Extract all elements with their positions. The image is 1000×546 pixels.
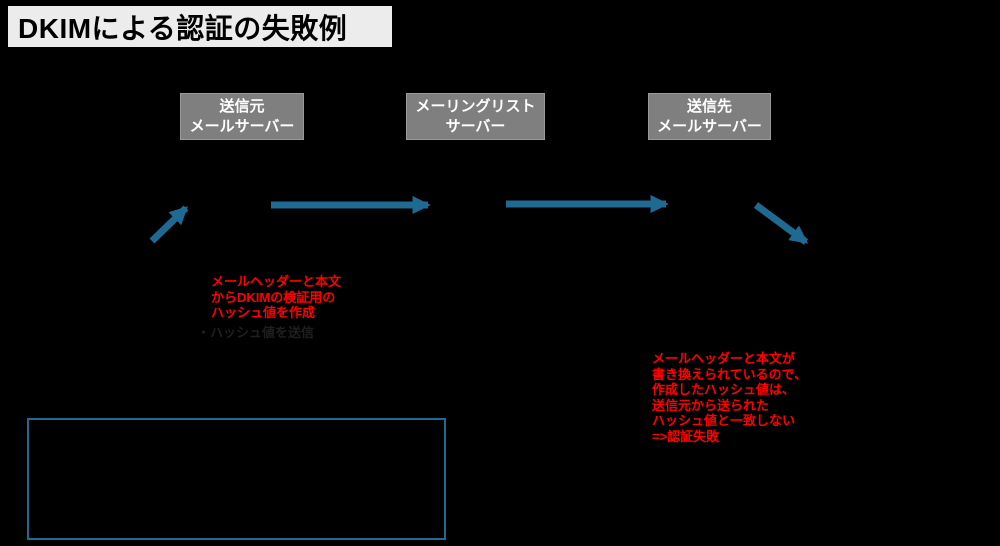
title-box: DKIMによる認証の失敗例 (8, 6, 392, 47)
server-label-line: メールサーバー (189, 117, 295, 135)
note-line: =>認証失敗 (652, 428, 720, 444)
server-label-line: メーリングリスト (415, 97, 536, 115)
sender-hash-note: メールヘッダーと本文 からDKIMの検証用の ハッシュ値を作成 (211, 274, 341, 321)
receiver-hash-mismatch-note: メールヘッダーと本文が 書き換えられているので、 作成したハッシュ値は、 送信元… (652, 351, 807, 444)
note-line: 送信元から送られた (652, 397, 770, 413)
note-line: からDKIMの検証用の (211, 289, 336, 305)
note-line: ハッシュ値と一致しない (652, 413, 796, 428)
note-line: メールヘッダーと本文が (652, 351, 796, 366)
server-label-line: サーバー (445, 117, 506, 135)
note-line: ハッシュ値を作成 (211, 305, 316, 320)
page-title: DKIMによる認証の失敗例 (18, 12, 348, 44)
note-line: ・ハッシュ値を送信 (197, 325, 315, 340)
server-box-sender: 送信元 メールサーバー (180, 93, 304, 140)
empty-callout-box (27, 418, 446, 540)
arrow-down-from-destination-server (753, 202, 809, 245)
server-box-destination: 送信先 メールサーバー (648, 93, 771, 140)
server-label-line: メールサーバー (657, 117, 762, 135)
note-line: メールヘッダーと本文 (211, 274, 342, 289)
arrow-up-to-sender-server (149, 205, 189, 244)
server-label-line: 送信元 (219, 97, 265, 115)
sender-hash-send-subnote: ・ハッシュ値を送信 (197, 325, 314, 341)
note-line: 作成したハッシュ値は、 (652, 382, 796, 397)
server-label-line: 送信先 (686, 97, 732, 115)
note-line: 書き換えられているので、 (652, 366, 808, 382)
server-box-mailing-list: メーリングリスト サーバー (406, 93, 545, 140)
